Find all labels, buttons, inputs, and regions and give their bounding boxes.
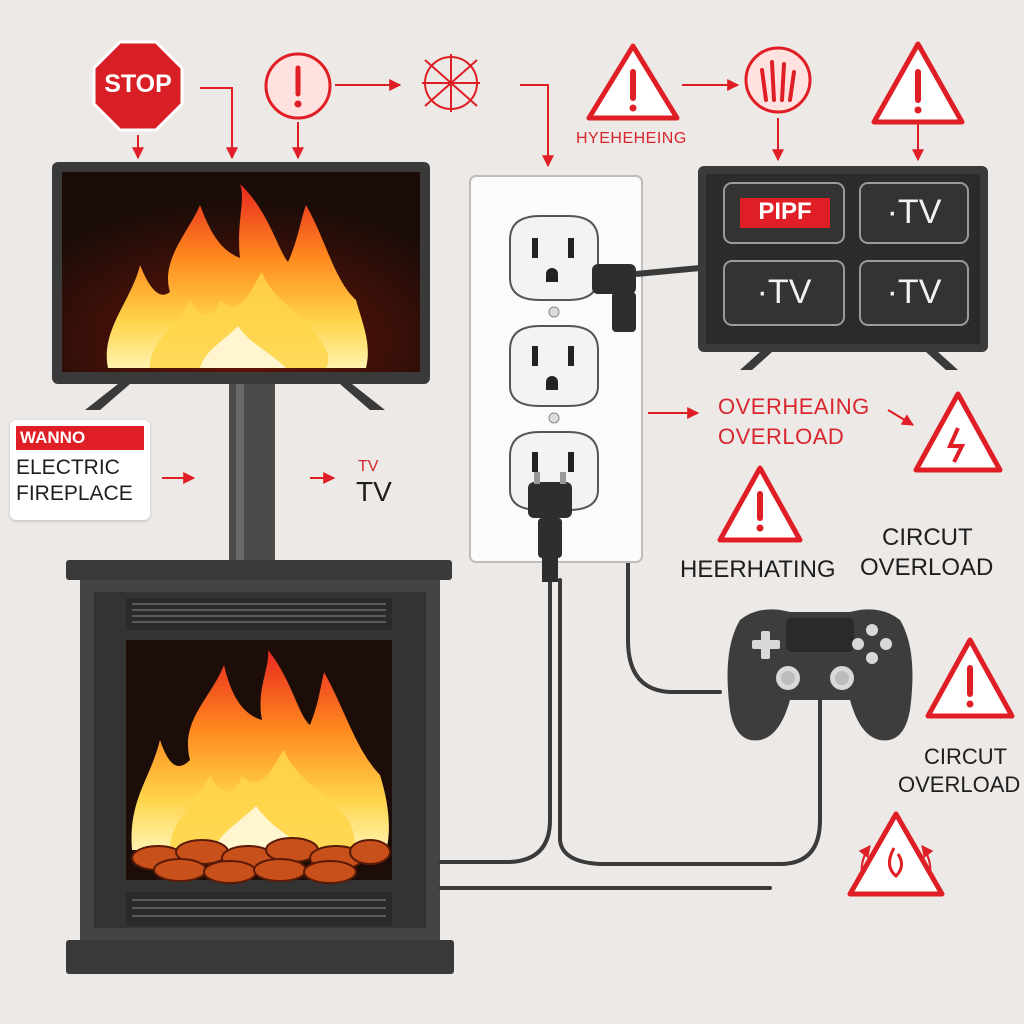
warning-card-line1: ELECTRIC bbox=[16, 456, 120, 479]
game-controller-icon bbox=[727, 609, 913, 741]
warning-card-line2: FIREPLACE bbox=[16, 482, 133, 505]
tv-label-small: TV bbox=[358, 458, 379, 475]
tv-label-large: TV bbox=[356, 476, 392, 507]
electric-fireplace bbox=[66, 560, 454, 974]
exclamation-circle-icon bbox=[264, 52, 332, 120]
overload-label-1: OVERLOAD bbox=[860, 554, 994, 581]
top-connector-arrows bbox=[132, 79, 924, 484]
spark-burst-icon bbox=[422, 54, 480, 112]
overheating-caption: HYEHEHEING bbox=[576, 130, 687, 147]
warning-triangle-icon bbox=[925, 637, 1015, 719]
circuit-label-2: CIRCUT bbox=[924, 744, 1008, 769]
monitor-tile-label: ·TV bbox=[756, 273, 812, 311]
hand-circle-icon bbox=[744, 46, 812, 114]
warning-triangle-icon bbox=[913, 391, 1003, 473]
overheating-label: OVERHEAING bbox=[718, 394, 870, 419]
stop-sign-label: STOP bbox=[104, 70, 172, 98]
power-cords bbox=[438, 328, 822, 890]
warning-triangle-icon bbox=[586, 43, 680, 121]
warning-triangle-icon bbox=[871, 41, 965, 125]
warning-triangle-icon bbox=[717, 465, 803, 543]
multi-screen-monitor bbox=[698, 166, 988, 370]
warning-card: WANNO ELECTRIC FIREPLACE bbox=[10, 420, 150, 520]
warning-card-title: WANNO bbox=[16, 426, 144, 450]
stop-sign-icon bbox=[92, 40, 184, 132]
flame-triangle-icon bbox=[847, 811, 945, 897]
monitor-tile-label: ·TV bbox=[886, 273, 942, 311]
overload-label: OVERLOAD bbox=[718, 424, 845, 449]
circuit-label-1: CIRCUT bbox=[882, 524, 973, 551]
monitor-tile-label: ·TV bbox=[886, 193, 942, 231]
monitor-tile-label: PIPF bbox=[758, 198, 812, 225]
fireplace-embers bbox=[131, 837, 391, 884]
overload-label-2: OVERLOAD bbox=[898, 772, 1021, 797]
power-plug-icon bbox=[528, 472, 572, 582]
outlet-receptacle bbox=[509, 325, 599, 407]
heerhating-label: HEERHATING bbox=[680, 556, 836, 583]
outlet-receptacle bbox=[509, 215, 599, 301]
power-plug-icon bbox=[592, 264, 701, 332]
television bbox=[52, 162, 430, 560]
